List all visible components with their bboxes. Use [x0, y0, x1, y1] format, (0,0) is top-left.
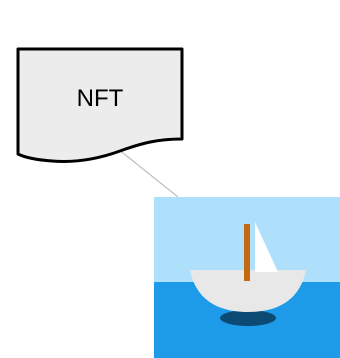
image-node[interactable] [154, 197, 340, 358]
sailboat-icon [190, 222, 306, 326]
document-label: NFT [77, 85, 124, 112]
boat-shadow [220, 310, 276, 326]
boat-sail [255, 222, 278, 272]
boat-hull [190, 270, 306, 312]
document-node[interactable]: NFT [16, 47, 184, 163]
document-shape [16, 47, 184, 163]
boat-mast [244, 224, 250, 281]
